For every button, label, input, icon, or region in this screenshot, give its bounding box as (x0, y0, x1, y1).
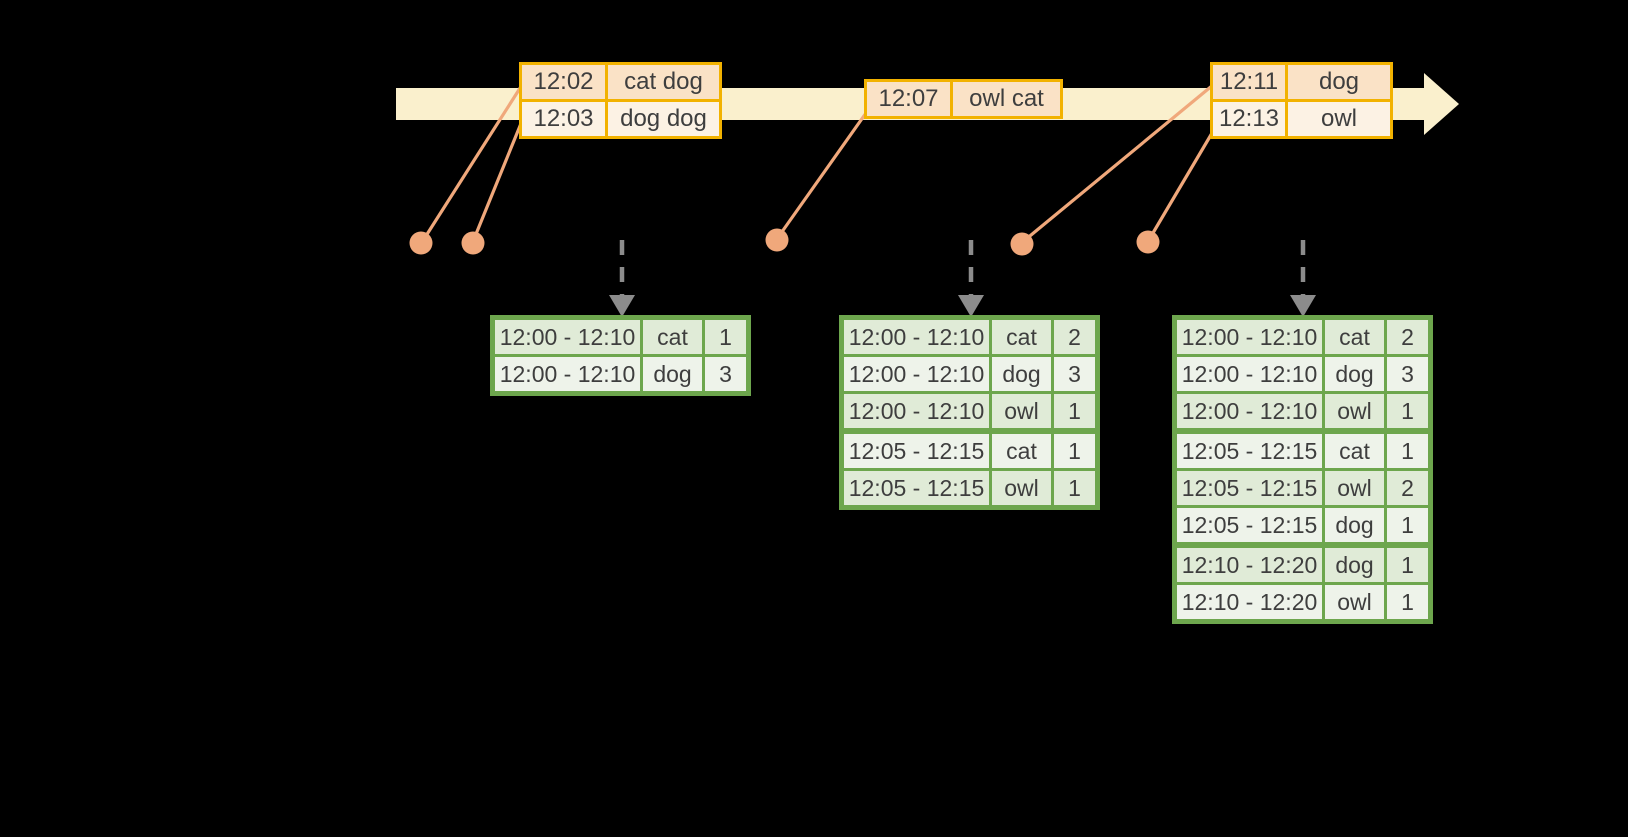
event-connector-line (777, 112, 868, 237)
count-cell: 2 (1051, 316, 1099, 357)
time-cell: 12:02 (519, 62, 608, 102)
event-connector-line (1148, 127, 1217, 239)
word-cell: cat (1322, 428, 1387, 471)
event-connector-line (472, 120, 524, 240)
window-cell: 12:00 - 12:10 (840, 316, 992, 357)
dashed-down-arrow-icon (1290, 295, 1316, 317)
event-dot-icon (461, 231, 485, 255)
count-cell: 1 (1051, 391, 1099, 433)
event-connector-line (422, 84, 524, 240)
event-dot-icon (1010, 232, 1034, 256)
words-cell: owl (1285, 99, 1393, 139)
window-cell: 12:00 - 12:10 (1173, 391, 1325, 433)
word-cell: dog (640, 354, 705, 395)
count-cell: 1 (1384, 542, 1432, 585)
word-cell: dog (1322, 354, 1387, 394)
window-cell: 12:05 - 12:15 (1173, 428, 1325, 471)
words-cell: owl cat (950, 79, 1063, 119)
event-dot-icon (409, 231, 433, 255)
window-cell: 12:05 - 12:15 (840, 468, 992, 509)
event-dot-icon (1136, 230, 1160, 254)
dashed-down-arrow-icon (609, 295, 635, 317)
word-cell: owl (989, 391, 1054, 433)
count-cell: 2 (1384, 468, 1432, 508)
count-cell: 1 (1051, 428, 1099, 471)
window-cell: 12:00 - 12:10 (840, 391, 992, 433)
words-cell: cat dog (605, 62, 722, 102)
window-cell: 12:00 - 12:10 (1173, 316, 1325, 357)
time-cell: 12:13 (1210, 99, 1288, 139)
window-cell: 12:00 - 12:10 (840, 354, 992, 394)
word-cell: owl (1322, 468, 1387, 508)
count-cell: 1 (1384, 391, 1432, 433)
word-cell: owl (1322, 582, 1387, 623)
count-cell: 3 (1384, 354, 1432, 394)
word-cell: cat (640, 316, 705, 357)
dashed-down-arrow-icon (958, 295, 984, 317)
window-cell: 12:10 - 12:20 (1173, 542, 1325, 585)
count-cell: 1 (702, 316, 750, 357)
word-cell: cat (989, 316, 1054, 357)
word-cell: owl (989, 468, 1054, 509)
window-cell: 12:05 - 12:15 (840, 428, 992, 471)
window-cell: 12:00 - 12:10 (491, 354, 643, 395)
word-cell: owl (1322, 391, 1387, 433)
count-cell: 1 (1384, 582, 1432, 623)
word-cell: dog (989, 354, 1054, 394)
time-cell: 12:11 (1210, 62, 1288, 102)
time-cell: 12:07 (864, 79, 953, 119)
count-cell: 2 (1384, 316, 1432, 357)
window-cell: 12:00 - 12:10 (491, 316, 643, 357)
window-cell: 12:00 - 12:10 (1173, 354, 1325, 394)
count-cell: 3 (1051, 354, 1099, 394)
word-cell: dog (1322, 505, 1387, 547)
window-cell: 12:05 - 12:15 (1173, 505, 1325, 547)
count-cell: 1 (1384, 505, 1432, 547)
words-cell: dog dog (605, 99, 722, 139)
window-cell: 12:10 - 12:20 (1173, 582, 1325, 623)
event-dot-icon (765, 228, 789, 252)
words-cell: dog (1285, 62, 1393, 102)
event-connector-line (1023, 83, 1215, 242)
time-cell: 12:03 (519, 99, 608, 139)
word-cell: cat (989, 428, 1054, 471)
word-cell: dog (1322, 542, 1387, 585)
word-cell: cat (1322, 316, 1387, 357)
count-cell: 1 (1384, 428, 1432, 471)
count-cell: 1 (1051, 468, 1099, 509)
window-cell: 12:05 - 12:15 (1173, 468, 1325, 508)
right-arrow-icon (1424, 73, 1459, 135)
count-cell: 3 (702, 354, 750, 395)
